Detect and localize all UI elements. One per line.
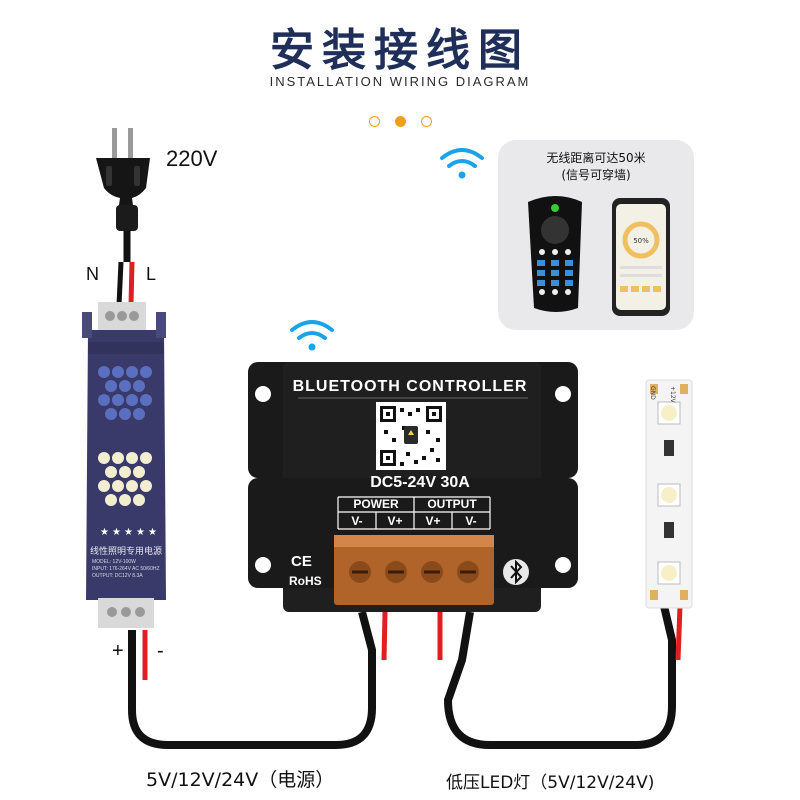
psu-negative-cable xyxy=(128,610,376,749)
mains-wire-n xyxy=(116,261,124,306)
led-voltage-mark: +12V xyxy=(669,386,676,403)
output-header: OUTPUT xyxy=(427,497,477,511)
pager-dot-1[interactable] xyxy=(369,116,380,127)
terminal-block xyxy=(334,535,494,605)
remote-caption-line1: 无线距离可达50米 xyxy=(546,151,646,165)
pager-dot-3[interactable] xyxy=(421,116,432,127)
terminal-table xyxy=(337,496,491,530)
wifi-icon-controller xyxy=(290,320,334,351)
psu-name: 线性照明专用电源 xyxy=(89,547,162,557)
led-cable xyxy=(443,605,676,749)
led-strip xyxy=(645,379,693,609)
smartphone-icon: 50% xyxy=(612,198,670,316)
mains-voltage-label: 220V xyxy=(166,146,218,171)
page-subtitle: INSTALLATION WIRING DIAGRAM xyxy=(269,74,531,89)
pin-power-positive: V+ xyxy=(387,514,403,528)
pin-power-negative: V- xyxy=(351,514,363,528)
svg-text:★: ★ xyxy=(124,527,133,538)
pager-dot-2-active[interactable] xyxy=(395,116,406,127)
wifi-icon-remote xyxy=(440,148,484,179)
pin-output-negative: V- xyxy=(465,514,477,528)
qr-code-icon xyxy=(376,402,446,470)
ce-mark: CE xyxy=(291,553,312,570)
psu-plus-label: + xyxy=(112,640,124,662)
led-positive-wire xyxy=(675,605,683,661)
svg-text:★: ★ xyxy=(112,527,121,538)
led-caption: 低压LED灯（5V/12V/24V) xyxy=(446,773,655,793)
power-plug-icon xyxy=(96,128,150,231)
psu-minus-label: - xyxy=(157,640,164,662)
led-gnd-mark: GND xyxy=(649,386,656,400)
svg-text:★: ★ xyxy=(136,527,145,538)
psu-caption: 5V/12V/24V（电源） xyxy=(146,769,335,791)
psu-spec-2: INPUT: 176-264V AC 50/60HZ xyxy=(92,566,160,572)
app-brightness-level: 50% xyxy=(633,237,649,245)
svg-text:★: ★ xyxy=(148,527,157,538)
svg-text:★: ★ xyxy=(100,527,109,538)
rohs-mark: RoHS xyxy=(289,574,322,588)
power-header: POWER xyxy=(353,497,399,511)
psu-spec-3: OUTPUT: DC12V 8.3A xyxy=(92,573,143,579)
bluetooth-icon xyxy=(503,559,529,585)
controller-title: BLUETOOTH CONTROLLER xyxy=(292,378,528,395)
remote-caption: 无线距离可达50米 (信号可穿墙) xyxy=(498,150,694,184)
power-supply-unit: ★★★★★ xyxy=(82,302,166,628)
pin-output-positive: V+ xyxy=(425,514,441,528)
controller-power-positive-wire xyxy=(381,611,388,661)
page-title: 安装接线图 xyxy=(270,25,530,76)
remote-and-phone: 50% xyxy=(528,196,670,316)
live-label: L xyxy=(146,264,157,284)
controller-rating: DC5-24V 30A xyxy=(370,474,470,491)
remote-panel: 50% xyxy=(498,140,694,330)
mains-wire-l xyxy=(128,261,135,306)
remote-caption-line2: (信号可穿墙) xyxy=(561,168,631,182)
psu-spec-1: MODEL: 12V-100W xyxy=(92,559,136,565)
neutral-label: N xyxy=(86,264,99,284)
remote-control-icon xyxy=(528,196,582,312)
